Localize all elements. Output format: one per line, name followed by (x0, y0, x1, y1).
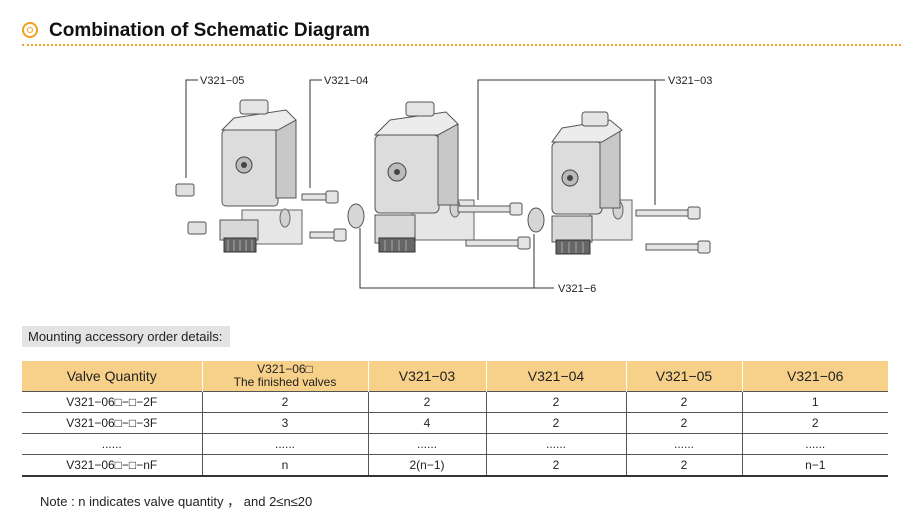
table-row: V321−06□−□−nF n 2(n−1) 2 2 n−1 (22, 454, 888, 477)
table-cell: 2 (741, 412, 888, 434)
table-row: V321−06□−□−2F 2 2 2 2 1 (22, 391, 888, 413)
table-cell: 2 (625, 454, 742, 477)
label-v321-05: V321−05 (200, 75, 244, 87)
table-cell: 2 (485, 412, 626, 434)
table-cell: V321−06□−□−nF (22, 454, 202, 477)
table-cell: 2 (485, 454, 626, 477)
circle-bullet-icon (22, 22, 38, 38)
footnote: Note : n indicates valve quantity ， and … (40, 494, 313, 509)
table-cell: ...... (485, 433, 626, 455)
table-cell: 2(n−1) (367, 454, 486, 477)
plug-parts (175, 183, 207, 235)
table-cell: ...... (625, 433, 742, 455)
table-cell: 2 (485, 391, 626, 413)
valve-2 (373, 101, 475, 253)
header-v321-03: V321−03 (367, 361, 486, 392)
label-v321-6: V321−6 (558, 283, 596, 295)
table-cell: 4 (367, 412, 486, 434)
short-bolts (301, 190, 347, 242)
table-row: ...... ...... ...... ...... ...... .....… (22, 433, 888, 455)
header-finished-valves: V321−06□ The finished valves (201, 361, 368, 392)
table-cell: V321−06□−□−2F (22, 391, 202, 413)
accessory-table: Valve Quantity V321−06□ The finished val… (22, 361, 888, 477)
long-bolts (457, 202, 711, 254)
table-cell: n (201, 454, 368, 477)
header-v321-05: V321−05 (625, 361, 742, 392)
table-cell: 2 (625, 412, 742, 434)
header-valve-quantity: Valve Quantity (22, 361, 202, 392)
valve-3 (551, 111, 633, 255)
table-cell: 2 (625, 391, 742, 413)
header-v321-04: V321−04 (485, 361, 626, 392)
table-cell: 2 (367, 391, 486, 413)
page-title: Combination of Schematic Diagram (49, 20, 370, 41)
table-row: V321−06□−□−3F 3 4 2 2 2 (22, 412, 888, 434)
table-cell: ...... (367, 433, 486, 455)
header-finished-valves-line1: V321−06□ (257, 362, 313, 376)
seal-rings (347, 203, 545, 233)
schematic-diagram: V321−05 V321−04 V321−03 V321−6 (175, 75, 712, 295)
title-divider (22, 44, 901, 46)
title-bar: Combination of Schematic Diagram (22, 18, 901, 46)
table-cell: ...... (22, 433, 202, 455)
header-finished-valves-line2: The finished valves (233, 375, 337, 389)
table-cell: 2 (201, 391, 368, 413)
label-v321-03: V321−03 (668, 75, 712, 87)
header-v321-06: V321−06 (741, 361, 888, 392)
valve-1 (219, 99, 303, 253)
table-cell: 3 (201, 412, 368, 434)
table-cell: ...... (201, 433, 368, 455)
table-cell: n−1 (741, 454, 888, 477)
label-v321-04: V321−04 (324, 75, 368, 87)
accessory-section-label: Mounting accessory order details: (22, 326, 231, 347)
table-cell: V321−06□−□−3F (22, 412, 202, 434)
table-cell: 1 (741, 391, 888, 413)
table-header-row: Valve Quantity V321−06□ The finished val… (22, 361, 888, 392)
table-cell: ...... (741, 433, 888, 455)
